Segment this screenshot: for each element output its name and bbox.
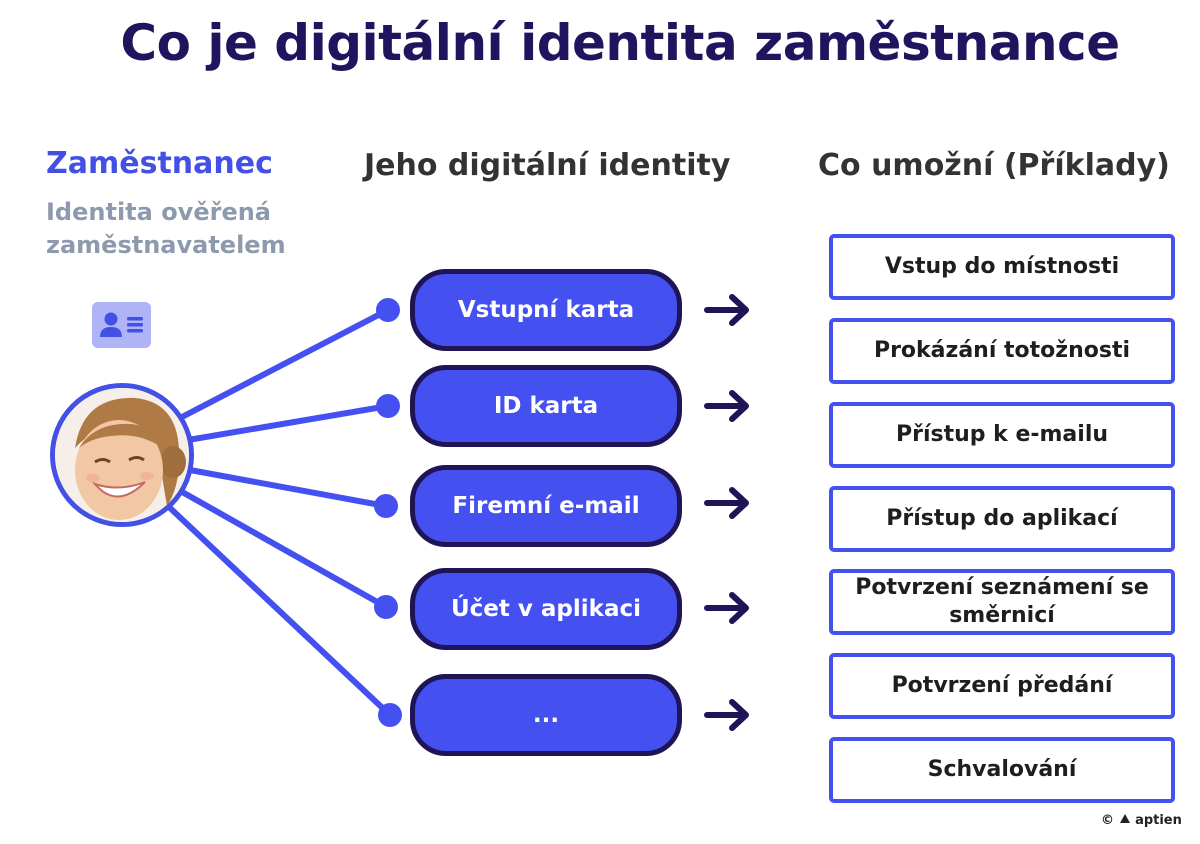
copyright-symbol: © xyxy=(1101,813,1114,828)
connector-dot xyxy=(374,494,398,518)
use-box-handover-confirmation: Potvrzení předání xyxy=(829,653,1175,719)
arrow-right-icon xyxy=(704,698,752,732)
identity-pill-entry-card: Vstupní karta xyxy=(410,269,682,351)
connector-line xyxy=(185,403,391,443)
identity-pill-more: ... xyxy=(410,674,682,756)
connector-line xyxy=(167,505,393,718)
arrow-right-icon xyxy=(704,486,752,520)
use-box-identity-proof: Prokázání totožnosti xyxy=(829,318,1175,384)
connector-dot xyxy=(374,595,398,619)
copyright-footer: © aptien xyxy=(1101,813,1182,828)
arrow-right-icon xyxy=(704,389,752,423)
connector-line xyxy=(181,490,389,610)
use-box-approvals: Schvalování xyxy=(829,737,1175,803)
employee-subtitle: Identita ověřená zaměstnavatelem xyxy=(46,198,286,259)
page-title: Co je digitální identita zaměstnance xyxy=(120,14,1120,72)
identity-pill-id-card: ID karta xyxy=(410,365,682,447)
connector-line xyxy=(187,467,389,509)
use-box-room-entry: Vstup do místnosti xyxy=(829,234,1175,300)
arrow-right-icon xyxy=(704,293,752,327)
employee-heading: Zaměstnanec xyxy=(46,146,273,181)
connector-dot xyxy=(376,394,400,418)
uses-heading: Co umožní (Příklady) xyxy=(818,148,1170,183)
identity-pill-app-account: Účet v aplikaci xyxy=(410,568,682,650)
use-box-policy-acknowledgement: Potvrzení seznámení se směrnicí xyxy=(829,569,1175,635)
brand-name: aptien xyxy=(1135,813,1182,828)
identity-pill-company-email: Firemní e-mail xyxy=(410,465,682,547)
brand-logo-icon xyxy=(1119,814,1130,823)
employee-avatar xyxy=(50,383,194,527)
arrow-right-icon xyxy=(704,591,752,625)
connector-dot xyxy=(378,703,402,727)
use-box-app-access: Přístup do aplikací xyxy=(829,486,1175,552)
use-box-email-access: Přístup k e-mailu xyxy=(829,402,1175,468)
id-card-icon xyxy=(92,302,151,348)
connector-line xyxy=(177,307,391,421)
connector-dot xyxy=(376,298,400,322)
identities-heading: Jeho digitální identity xyxy=(364,148,731,183)
